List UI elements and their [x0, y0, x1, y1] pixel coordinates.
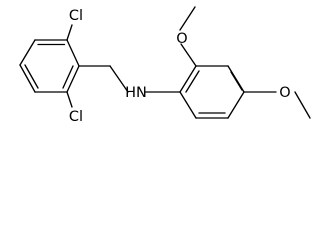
methyl-top-bond	[179, 6, 196, 31]
ring-bond	[19, 64, 36, 93]
nh-label: HN	[125, 85, 147, 101]
cl-top-label: Cl	[69, 8, 83, 24]
o-right-label: O	[279, 85, 290, 101]
cl-top-bond	[66, 24, 73, 41]
ring-bond	[19, 39, 36, 66]
cl-bottom-bond	[66, 91, 73, 108]
ring-double-bond	[230, 71, 243, 91]
ring-double-bond	[185, 70, 200, 93]
o-top-label: O	[176, 31, 187, 47]
o-top-bond	[180, 43, 197, 67]
ring-bond	[66, 65, 80, 93]
molecule-diagram: Cl Cl HN O O	[19, 6, 311, 125]
cl-bottom-label: Cl	[69, 109, 83, 125]
ch2-n-bond	[109, 65, 129, 93]
ring-double-bond	[62, 65, 74, 89]
ring-double-bond	[24, 64, 39, 89]
methyl-right-bond	[294, 91, 311, 119]
dimethoxyphenyl-ring	[179, 65, 245, 119]
ring-bond	[179, 65, 197, 93]
dichlorophenyl-ring	[19, 39, 80, 93]
ring-bond	[227, 91, 245, 119]
ring-bond	[179, 91, 197, 119]
structure-canvas: Cl Cl HN O O	[19, 6, 311, 125]
ring-bond	[66, 39, 80, 67]
